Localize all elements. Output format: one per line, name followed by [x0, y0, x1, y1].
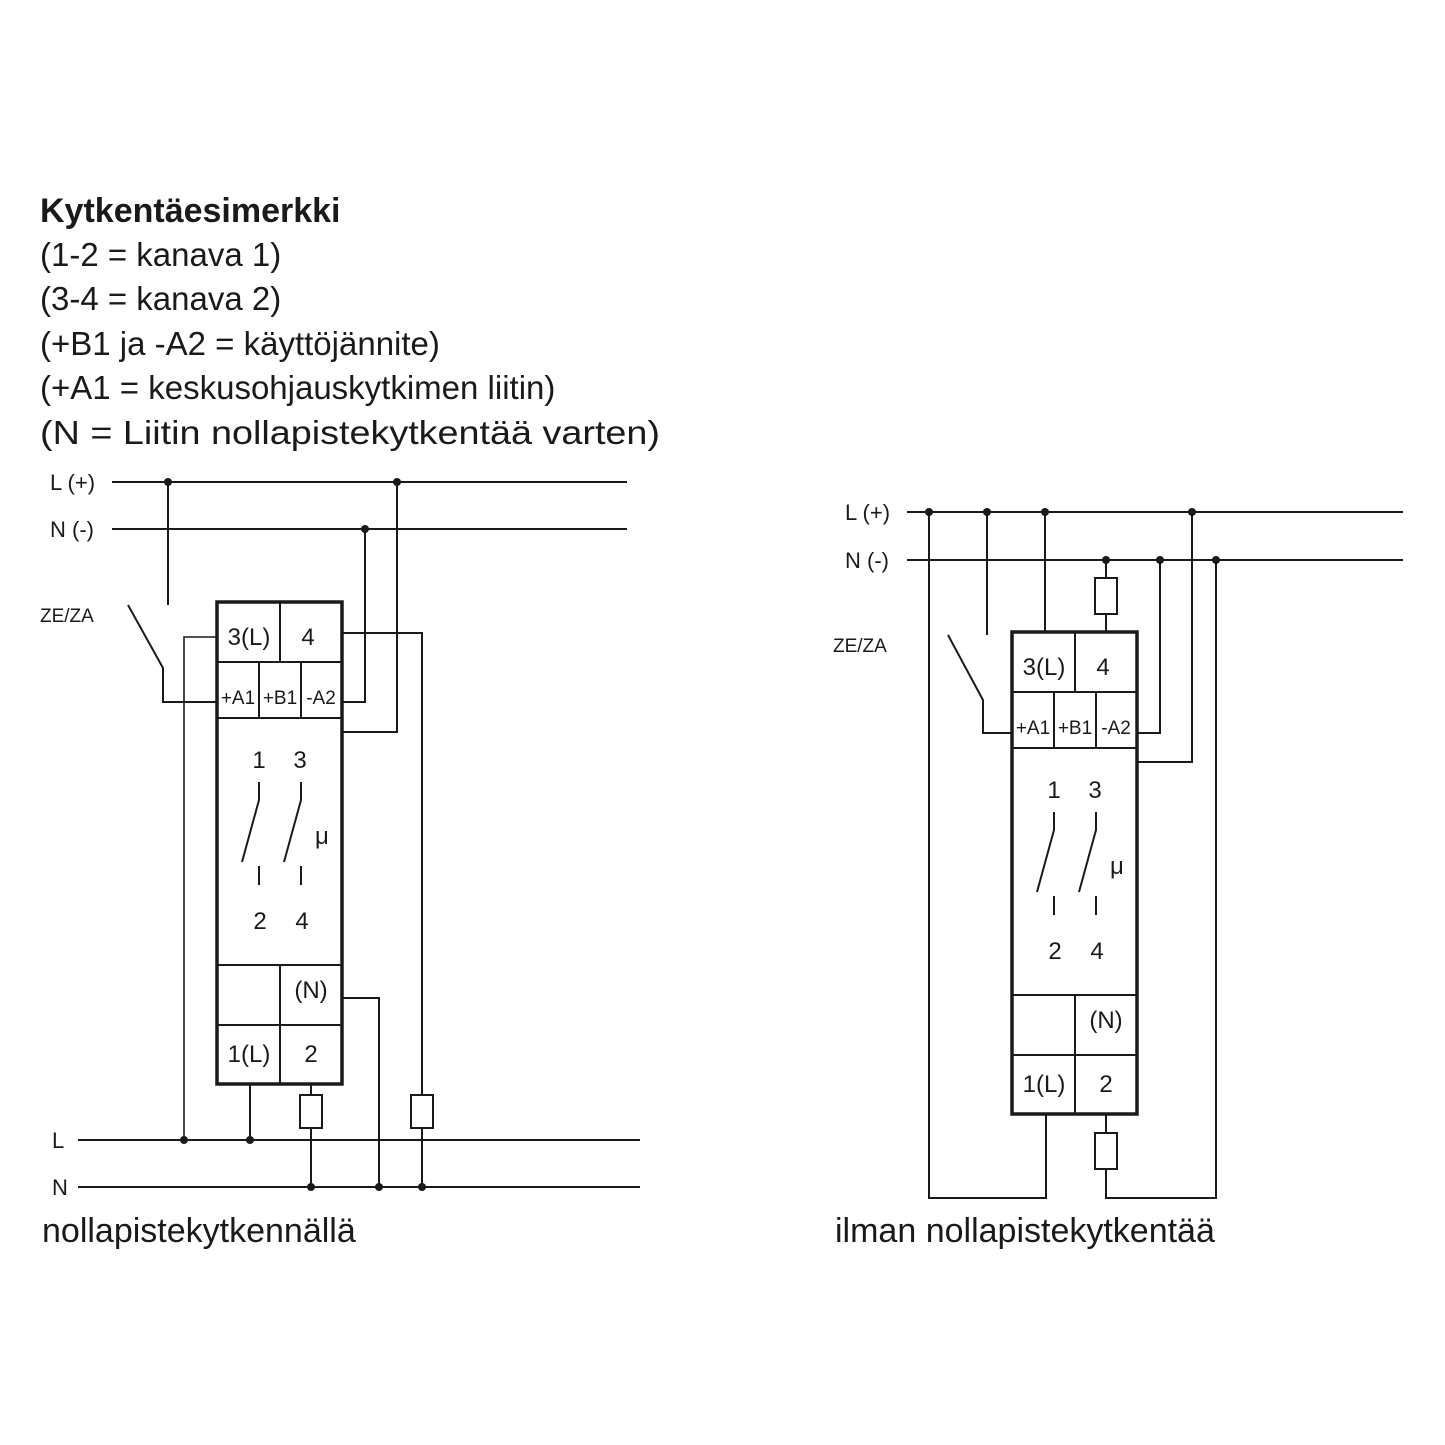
contact-3: 3: [293, 747, 306, 774]
heading-line: (N = Liitin nollapistekytkentää varten): [40, 414, 660, 451]
terminal-2: 2: [1099, 1071, 1112, 1098]
terminal-a1: +A1: [221, 688, 255, 709]
terminal-3: 3(L): [1023, 654, 1066, 681]
supply-l-label: L (+): [50, 470, 95, 495]
mu-symbol: μ: [315, 823, 329, 850]
diagram-with-neutral: L (+) N (-) ZE/ZA L N: [40, 470, 640, 1250]
terminal-b1: +B1: [1058, 718, 1092, 739]
switch-contact: [1036, 812, 1055, 893]
junction-dot: [246, 1136, 254, 1144]
terminal-3: 3(L): [228, 624, 271, 651]
wire: [342, 997, 380, 1187]
wire: [1137, 560, 1161, 734]
terminal-1: 1(L): [228, 1041, 271, 1068]
heading-line: (1-2 = kanava 1): [40, 236, 281, 273]
contact-3: 3: [1088, 777, 1101, 804]
heading-block: Kytkentäesimerkki (1-2 = kanava 1) (3-4 …: [40, 192, 660, 451]
switch-contact: [241, 782, 260, 863]
caption-left: nollapistekytkennällä: [42, 1212, 356, 1250]
switch-contact: [1078, 812, 1097, 893]
contact-1: 1: [252, 747, 265, 774]
load-resistor: [410, 1094, 434, 1129]
contact-1: 1: [1047, 777, 1060, 804]
wire: [928, 512, 1047, 1199]
switch-contact: [283, 782, 302, 863]
terminal-n: (N): [1089, 1007, 1122, 1034]
relay-device: 3(L) 4 +A1 +B1 -A2 1 3 μ 2 4 (N) 1(L) 2: [1010, 630, 1139, 1116]
ze-za-switch: [127, 604, 218, 703]
terminal-a2: -A2: [306, 688, 336, 709]
contact-4: 4: [295, 908, 308, 935]
relay-device: 3(L) 4 +A1 +B1 -A2 1 3 μ 2 4 (N) 1(L) 2: [215, 600, 344, 1086]
ze-za-switch: [947, 634, 1012, 734]
mu-symbol: μ: [1110, 853, 1124, 880]
junction-dot: [307, 1183, 315, 1191]
supply-l-label: L (+): [845, 500, 890, 525]
contact-2: 2: [1048, 938, 1061, 965]
heading-title: Kytkentäesimerkki: [40, 192, 341, 230]
load-n-label: N: [52, 1175, 68, 1200]
switch-label: ZE/ZA: [833, 636, 887, 657]
supply-n-label: N (-): [845, 548, 889, 573]
terminal-2: 2: [304, 1041, 317, 1068]
terminal-4: 4: [301, 624, 314, 651]
load-resistor: [299, 1094, 323, 1129]
heading-line: (+A1 = keskusohjauskytkimen liitin): [40, 369, 555, 406]
wire: [183, 636, 217, 1140]
wire: [342, 529, 366, 703]
terminal-1: 1(L): [1023, 1071, 1066, 1098]
heading-line: (+B1 ja -A2 = käyttöjännite): [40, 325, 440, 362]
switch-label: ZE/ZA: [40, 606, 94, 627]
terminal-4: 4: [1096, 654, 1109, 681]
supply-n-label: N (-): [50, 517, 94, 542]
heading-line: (3-4 = kanava 2): [40, 280, 281, 317]
diagram-without-neutral: L (+) N (-) ZE/ZA 3(L): [833, 500, 1403, 1250]
terminal-n: (N): [294, 977, 327, 1004]
junction-dot: [375, 1183, 383, 1191]
terminal-a2: -A2: [1101, 718, 1131, 739]
contact-2: 2: [253, 908, 266, 935]
load-resistor: [1094, 577, 1118, 615]
junction-dot: [180, 1136, 188, 1144]
load-l-label: L: [52, 1128, 64, 1153]
load-resistor: [1094, 1132, 1118, 1170]
junction-dot: [418, 1183, 426, 1191]
wire: [342, 632, 423, 1095]
terminal-b1: +B1: [263, 688, 297, 709]
terminal-a1: +A1: [1016, 718, 1050, 739]
contact-4: 4: [1090, 938, 1103, 965]
caption-right: ilman nollapistekytkentää: [835, 1212, 1215, 1250]
